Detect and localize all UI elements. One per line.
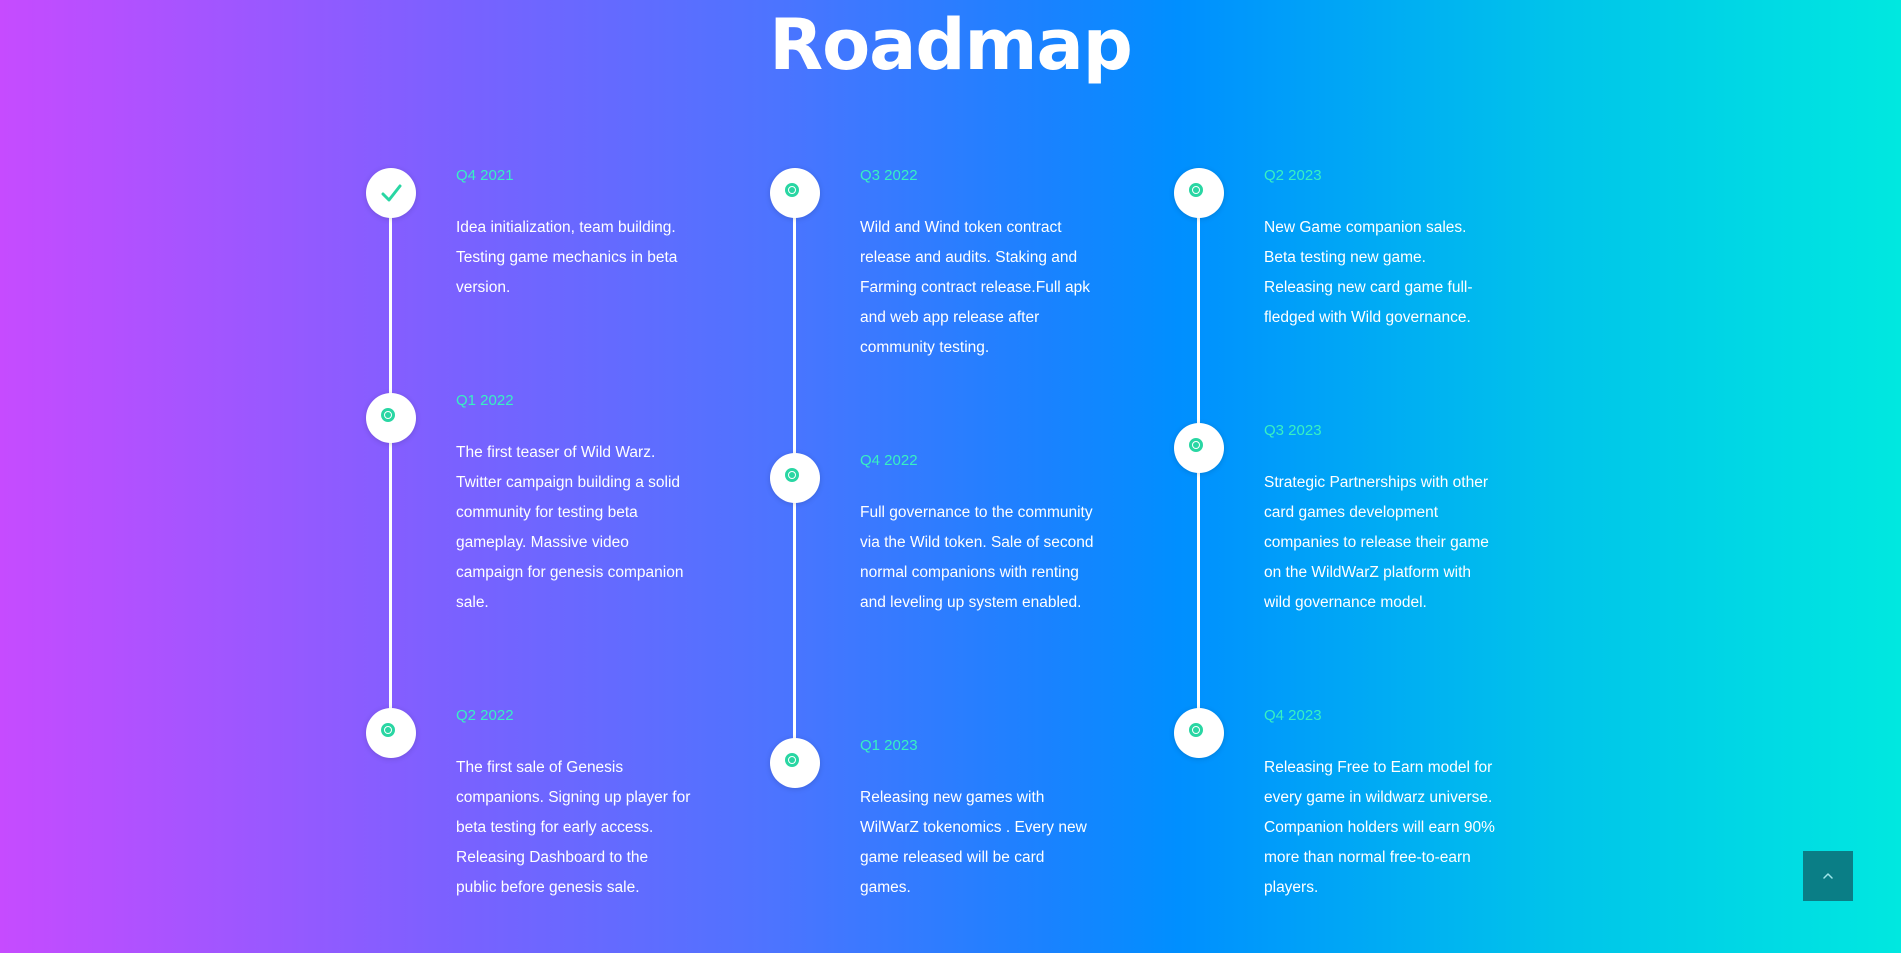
milestone-node [1174, 168, 1224, 218]
milestone-quarter: Q1 2023 [860, 737, 918, 754]
milestone-node [366, 168, 416, 218]
scroll-to-top-button[interactable] [1803, 851, 1853, 901]
milestone-quarter: Q4 2023 [1264, 707, 1322, 724]
dot-icon [785, 468, 799, 482]
milestone-node [1174, 708, 1224, 758]
milestone-quarter: Q4 2021 [456, 167, 514, 184]
dot-icon [381, 723, 395, 737]
milestone-quarter: Q4 2022 [860, 452, 918, 469]
dot-icon [381, 408, 395, 422]
milestone-node [770, 738, 820, 788]
milestone-description: Strategic Partnerships with other card g… [1264, 474, 1489, 611]
dot-icon [1189, 438, 1203, 452]
check-icon [381, 184, 402, 202]
milestone-description: Wild and Wind token contract release and… [860, 219, 1091, 356]
roadmap-column-3: Q2 2023 New Game companion sales. Beta t… [808, 0, 1495, 953]
dot-icon [1189, 723, 1203, 737]
dot-icon [785, 183, 799, 197]
milestone-description: Full governance to the community via the… [860, 504, 1094, 611]
milestone-description: The first teaser of Wild Warz. Twitter c… [456, 444, 684, 611]
milestone-description: Releasing Free to Earn model for every g… [1264, 759, 1495, 896]
milestone-node [366, 708, 416, 758]
roadmap-column-1: Q4 2021 Idea initialization, team buildi… [0, 0, 690, 953]
roadmap-column-2: Q3 2022 Wild and Wind token contract rel… [404, 0, 1094, 953]
milestone-quarter: Q3 2022 [860, 167, 918, 184]
milestone-node [1174, 423, 1224, 473]
dot-icon [785, 753, 799, 767]
milestone-description: Releasing new games with WilWarZ tokenom… [860, 789, 1087, 896]
milestone-quarter: Q1 2022 [456, 392, 514, 409]
milestone-description: The first sale of Genesis companions. Si… [456, 759, 691, 896]
milestone-node [770, 453, 820, 503]
chevron-up-icon [1823, 873, 1833, 879]
page-title: Roadmap [769, 4, 1133, 86]
timeline-line [389, 194, 392, 734]
milestone-quarter: Q2 2022 [456, 707, 514, 724]
milestone-node [366, 393, 416, 443]
milestone-quarter: Q2 2023 [1264, 167, 1322, 184]
dot-icon [1189, 183, 1203, 197]
milestone-quarter: Q3 2023 [1264, 422, 1322, 439]
milestone-description: New Game companion sales. Beta testing n… [1264, 219, 1473, 326]
milestone-node [770, 168, 820, 218]
milestone-description: Idea initialization, team building. Test… [456, 219, 678, 296]
